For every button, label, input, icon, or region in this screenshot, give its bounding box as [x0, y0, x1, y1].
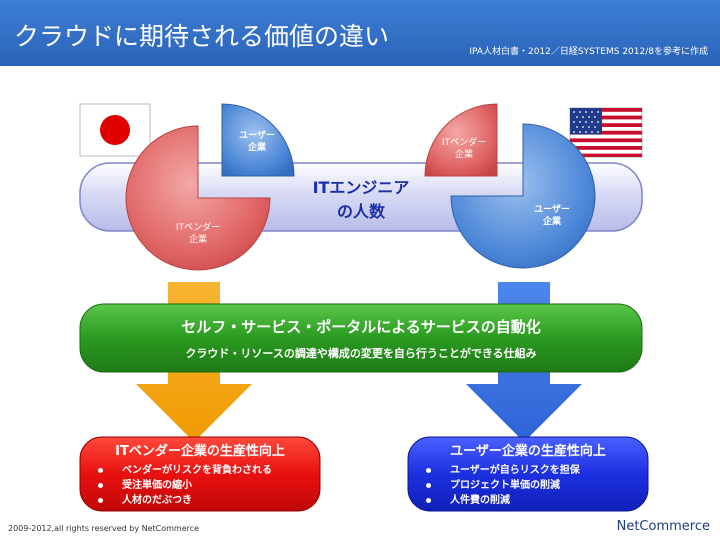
- page-title: クラウドに期待される価値の違い: [14, 22, 390, 51]
- vendor-box-heading: ITベンダー企業の生産性向上: [115, 444, 285, 459]
- right-vendor-label-1: ITベンダー: [441, 138, 487, 148]
- right-vendor-label-2: 企業: [454, 150, 473, 160]
- automation-box: [79, 303, 643, 373]
- band-line-1: ITエンジニア: [312, 178, 410, 197]
- list-item: 受注単価の縮小: [96, 478, 272, 493]
- copyright: 2009-2012,all rights reserved by NetComm…: [8, 524, 200, 533]
- right-pie-vendor-slice: [424, 103, 498, 177]
- list-item: ベンダーがリスクを背負わされる: [96, 463, 272, 478]
- list-item: ユーザーが自らリスクを担保: [424, 463, 580, 478]
- left-user-label-2: 企業: [247, 143, 266, 153]
- user-box-heading: ユーザー企業の生産性向上: [450, 444, 606, 459]
- source-note: IPA人材白書・2012／日経SYSTEMS 2012/8を参考に作成: [469, 47, 708, 57]
- left-user-label-1: ユーザー: [239, 131, 275, 141]
- right-vendor-label: ITベンダー 企業: [434, 137, 494, 161]
- band-label: ITエンジニア の人数: [286, 176, 436, 224]
- right-pie-user-slice: [450, 123, 596, 269]
- band-line-2: の人数: [336, 202, 385, 221]
- right-user-label: ユーザー 企業: [524, 204, 580, 228]
- automation-subheading: クラウド・リソースの調達や構成の変更を自ら行うことができる仕組み: [185, 347, 537, 360]
- list-item: 人件費の削減: [424, 493, 580, 508]
- user-productivity-box: [407, 436, 649, 512]
- right-user-label-2: 企業: [542, 217, 561, 227]
- list-item: 人材のだぶつき: [96, 493, 272, 508]
- left-vendor-label-2: 企業: [188, 235, 207, 245]
- brand-logo-text: NetCommerce: [616, 519, 710, 534]
- user-bullet-list: ユーザーが自らリスクを担保 プロジェクト単価の削減 人件費の削減: [424, 463, 580, 508]
- usa-flag: [569, 107, 643, 158]
- vendor-bullet-list: ベンダーがリスクを背負わされる 受注単価の縮小 人材のだぶつき: [96, 463, 272, 508]
- automation-heading: セルフ・サービス・ポータルによるサービスの自動化: [181, 318, 541, 336]
- left-pie-vendor-slice: [125, 125, 271, 271]
- header-bar: クラウドに期待される価値の違い IPA人材白書・2012／日経SYSTEMS 2…: [0, 0, 720, 66]
- left-pie-user-slice: [221, 103, 295, 177]
- right-user-label-1: ユーザー: [534, 205, 570, 215]
- left-vendor-label-1: ITベンダー: [175, 223, 221, 233]
- list-item: プロジェクト単価の削減: [424, 478, 580, 493]
- left-vendor-label: ITベンダー 企業: [166, 222, 230, 246]
- left-user-label: ユーザー 企業: [232, 130, 282, 154]
- japan-flag: [79, 103, 151, 157]
- vendor-productivity-box: [79, 436, 321, 512]
